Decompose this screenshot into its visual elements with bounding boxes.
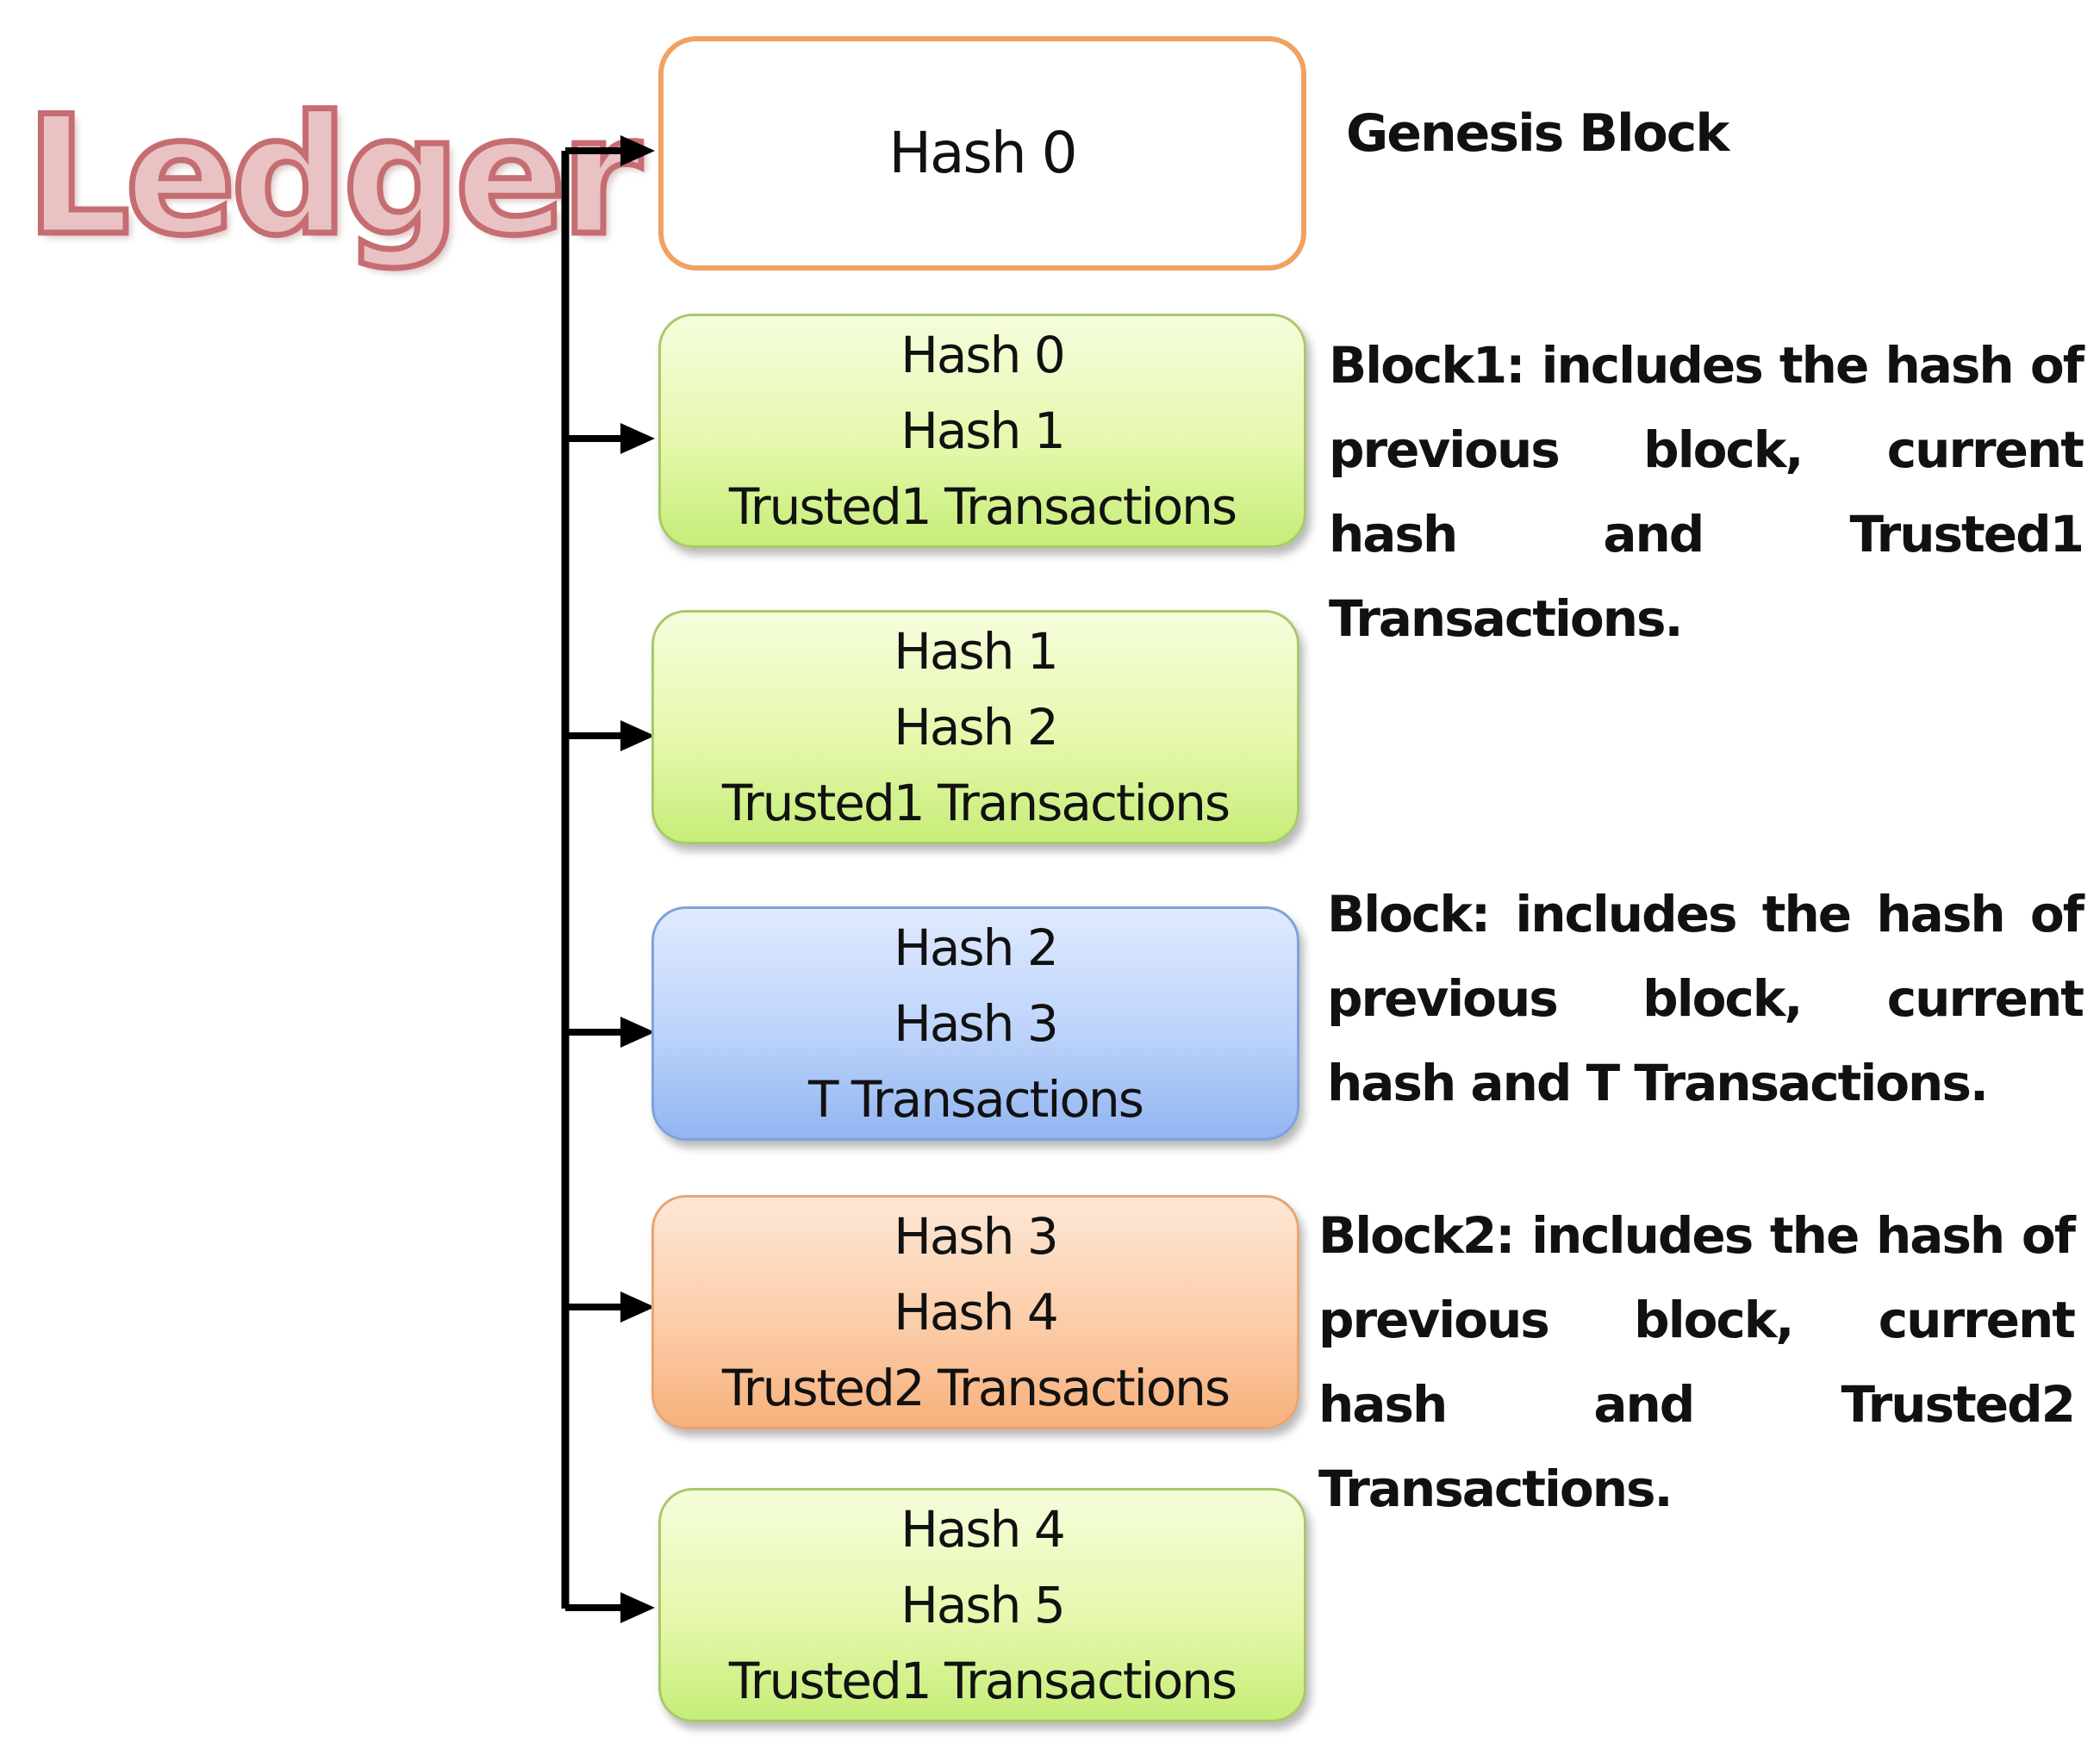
block-1-prev-hash: Hash 0 [900, 326, 1065, 384]
block-2: Hash 1 Hash 2 Trusted1 Transactions [651, 610, 1299, 844]
block-4-description: Block2: includes the hash of previous bl… [1318, 1206, 2076, 1518]
block-1-transactions: Trusted1 Transactions [728, 477, 1237, 536]
ledger-title: Ledger [23, 81, 645, 271]
genesis-block: Hash 0 [658, 36, 1306, 271]
genesis-block-label: Genesis Block [1346, 103, 1729, 164]
block-3-transactions: T Transactions [808, 1070, 1144, 1129]
block-1-current-hash: Hash 1 [900, 401, 1065, 460]
arrow-to-block-4 [565, 1292, 655, 1323]
block-5-current-hash: Hash 5 [900, 1576, 1065, 1634]
block-3: Hash 2 Hash 3 T Transactions [651, 906, 1299, 1141]
arrow-to-block-5 [565, 1592, 655, 1623]
block-3-current-hash: Hash 3 [894, 994, 1058, 1053]
arrow-to-block-2 [565, 720, 655, 751]
block-1: Hash 0 Hash 1 Trusted1 Transactions [658, 314, 1306, 548]
block-3-prev-hash: Hash 2 [894, 918, 1058, 977]
arrow-to-block-3 [565, 1017, 655, 1048]
block-3-description: Block: includes the hash of previous blo… [1327, 885, 2084, 1112]
block-5: Hash 4 Hash 5 Trusted1 Transactions [658, 1488, 1306, 1722]
block-1-description: Block1: includes the hash of previous bl… [1329, 336, 2084, 648]
genesis-hash-line: Hash 0 [888, 120, 1077, 186]
block-2-current-hash: Hash 2 [894, 698, 1058, 756]
block-4-prev-hash: Hash 3 [894, 1207, 1058, 1266]
block-5-transactions: Trusted1 Transactions [728, 1652, 1237, 1710]
block-4-current-hash: Hash 4 [894, 1283, 1058, 1341]
block-4: Hash 3 Hash 4 Trusted2 Transactions [651, 1195, 1299, 1429]
block-2-transactions: Trusted1 Transactions [721, 774, 1231, 832]
arrow-to-genesis [565, 135, 655, 166]
block-4-transactions: Trusted2 Transactions [721, 1359, 1231, 1417]
block-2-prev-hash: Hash 1 [894, 622, 1058, 681]
arrow-to-block-1 [565, 423, 655, 454]
block-5-prev-hash: Hash 4 [900, 1500, 1065, 1559]
